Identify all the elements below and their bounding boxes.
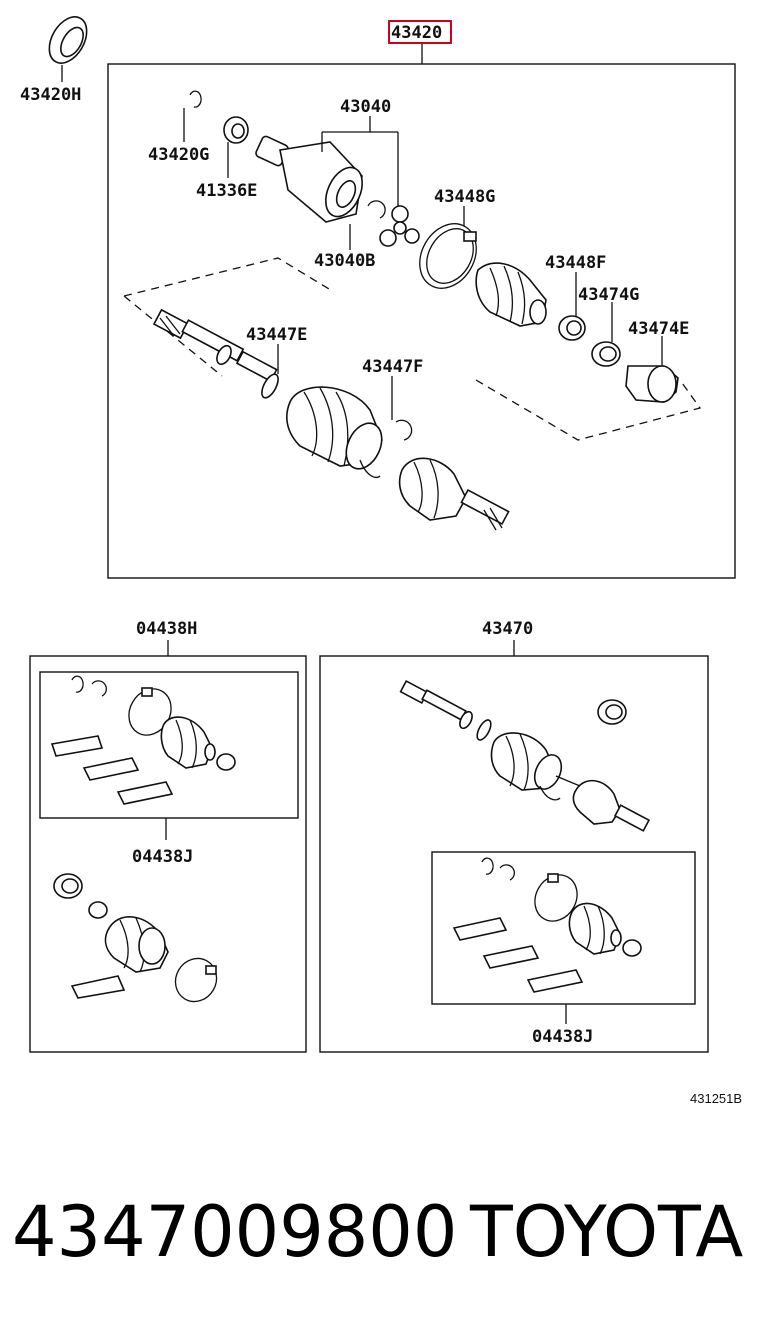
label-damper[interactable]: 43474E [628, 319, 689, 339]
snap-ring-g-part [189, 90, 202, 108]
clamp-f-part [558, 315, 586, 341]
diagram-code: 431251B [690, 1091, 742, 1106]
kit-j-left-parts [50, 675, 236, 805]
main-label-highlight[interactable] [388, 20, 452, 44]
part-number: 4347009800 [12, 1191, 458, 1273]
boot-band-g-part [591, 341, 621, 367]
bearing-part [223, 116, 249, 144]
inner-boot-part [475, 262, 547, 327]
clamp-g-part [419, 223, 477, 289]
label-clamp-f[interactable]: 43448F [545, 253, 606, 273]
brand-name: TOYOTA [470, 1191, 744, 1273]
outer-joint-part [398, 457, 510, 531]
label-boot-band-g[interactable]: 43474G [578, 285, 639, 305]
label-kit-j-left[interactable]: 04438J [132, 847, 193, 867]
drive-shaft-part [152, 308, 279, 399]
label-shaft-assy[interactable]: 43470 [482, 619, 533, 639]
damper-part [625, 365, 679, 403]
kit-j-right-parts [452, 857, 642, 993]
snap-ring-f-part [395, 419, 413, 441]
label-snap-ring-b[interactable]: 43040B [314, 251, 375, 271]
label-inner-joint[interactable]: 43040 [340, 97, 391, 117]
label-shaft-e[interactable]: 43447E [246, 325, 307, 345]
kit-j-left-frame [39, 671, 299, 819]
label-shaft-f[interactable]: 43447F [362, 357, 423, 377]
snap-ring-b-part [367, 200, 386, 219]
label-clamp-g[interactable]: 43448G [434, 187, 495, 207]
outer-boot-part [286, 386, 383, 479]
label-kit-j-right[interactable]: 04438J [532, 1027, 593, 1047]
shaft-assy-parts [399, 679, 651, 832]
main-assembly-label[interactable]: 43420 [391, 23, 442, 43]
shaft-assy-frame [319, 655, 709, 1053]
label-outer-seal[interactable]: 43420H [20, 85, 81, 105]
label-snap-ring-g[interactable]: 43420G [148, 145, 209, 165]
label-bearing[interactable]: 41336E [196, 181, 257, 201]
outer-seal-part [48, 16, 88, 64]
kit-j-right-frame [431, 851, 696, 1005]
label-kit-h[interactable]: 04438H [136, 619, 197, 639]
subassembly-outline [123, 257, 335, 297]
inner-joint-housing-part [255, 135, 363, 223]
kit-h-loose-parts [53, 873, 218, 1003]
tripod-part [379, 205, 420, 247]
